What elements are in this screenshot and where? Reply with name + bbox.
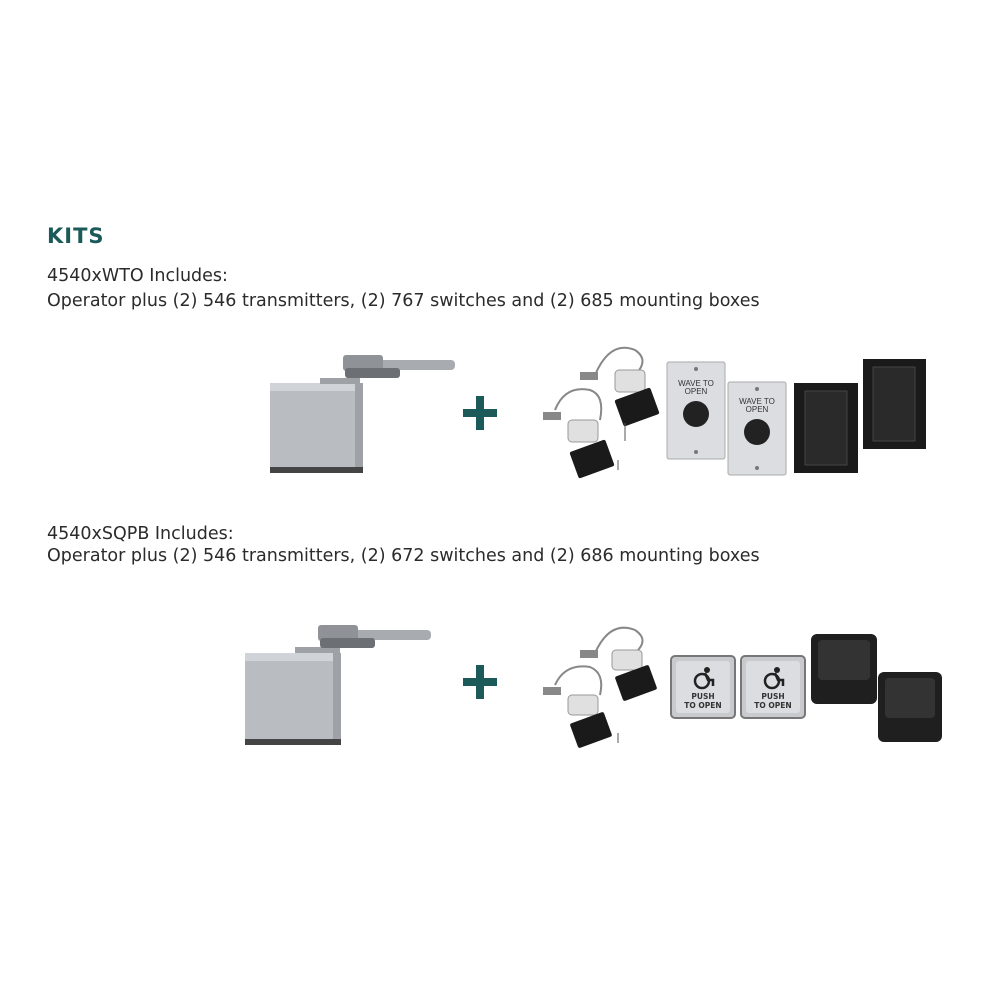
svg-text:TO OPEN: TO OPEN [684, 701, 721, 710]
plus-icon [463, 665, 497, 699]
kit-1-operator-image [270, 355, 455, 473]
kit-1-switch-2: WAVE TO OPEN [727, 381, 787, 476]
svg-text:PUSH: PUSH [691, 692, 714, 701]
kit-2-switch-2: PUSH TO OPEN [740, 655, 806, 719]
svg-text:WAVE TO: WAVE TO [739, 397, 775, 406]
kit-1-title: 4540xWTO Includes: [47, 266, 228, 286]
plus-icon [463, 396, 497, 430]
svg-text:OPEN: OPEN [685, 387, 708, 396]
kit-2-title: 4540xSQPB Includes: [47, 524, 234, 544]
svg-text:WAVE TO: WAVE TO [678, 379, 714, 388]
kits-heading: KITS [47, 224, 105, 248]
kit-2-transmitters-image [543, 626, 657, 748]
kit-1-switch-1: WAVE TO OPEN [666, 361, 726, 460]
kit-2-description: Operator plus (2) 546 transmitters, (2) … [47, 546, 760, 566]
kit-1-mounting-boxes [794, 359, 926, 473]
kit-2-mounting-boxes [811, 634, 942, 742]
svg-text:PUSH: PUSH [761, 692, 784, 701]
accessibility-icon [693, 667, 715, 690]
accessibility-icon [763, 667, 785, 690]
kit-1-description: Operator plus (2) 546 transmitters, (2) … [47, 291, 760, 311]
svg-text:OPEN: OPEN [746, 405, 769, 414]
kit-2-switch-1: PUSH TO OPEN [670, 655, 736, 719]
kit-2-operator-image [245, 625, 431, 745]
svg-text:TO OPEN: TO OPEN [754, 701, 791, 710]
kit-1-transmitters-image [543, 346, 660, 479]
